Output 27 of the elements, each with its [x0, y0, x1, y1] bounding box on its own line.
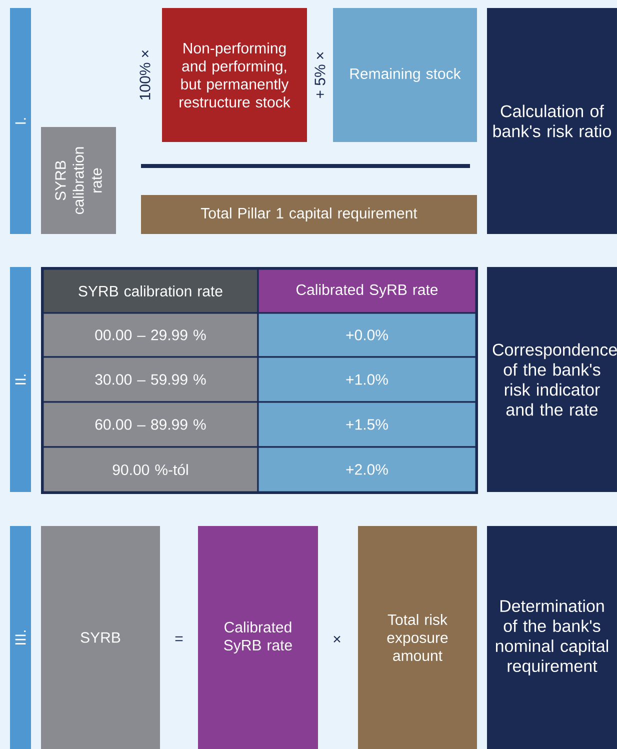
description-box: Calculation of bank's risk ratio — [487, 8, 617, 234]
operator-label: + 5% × — [314, 52, 326, 98]
table-cell: 60.00 – 89.99 % — [42, 401, 259, 448]
table-cell: +1.0% — [257, 356, 477, 403]
operator-label: = — [175, 636, 183, 642]
table-cell: +0.0% — [257, 312, 477, 358]
table-cell: +2.0% — [257, 446, 477, 493]
formula-box: SYRB — [41, 526, 160, 749]
table-cell: 90.00 %-tól — [42, 446, 259, 493]
formula-box: Total risk exposure amount — [358, 526, 477, 749]
description-box: Determination of the bank's nominal capital requirement — [487, 526, 617, 749]
table-cell: 00.00 – 29.99 % — [42, 312, 259, 358]
header-cell: Calibrated SyRB rate — [257, 268, 477, 314]
formula-box: Calibrated SyRB rate — [198, 526, 318, 749]
section-band: II. — [10, 267, 31, 492]
capital-box: Total Pillar 1 capital requirement — [141, 195, 477, 234]
table-cell: 30.00 – 59.99 % — [42, 356, 259, 403]
description-box: Correspondence of the bank's risk indicator and the rate — [487, 267, 617, 492]
section-band: I. — [10, 8, 31, 234]
table-cell: +1.5% — [257, 401, 477, 448]
operator-label: 100% × — [140, 50, 150, 100]
rate-box: SYRB calibration rate — [41, 127, 116, 234]
stock-box: Non-performing and performing, but permanently restructure stock — [162, 8, 307, 142]
stock-box: Remaining stock — [333, 8, 477, 142]
operator-label: × — [334, 636, 340, 643]
section-band: III. — [10, 526, 31, 749]
header-cell: SYRB calibration rate — [42, 268, 259, 314]
